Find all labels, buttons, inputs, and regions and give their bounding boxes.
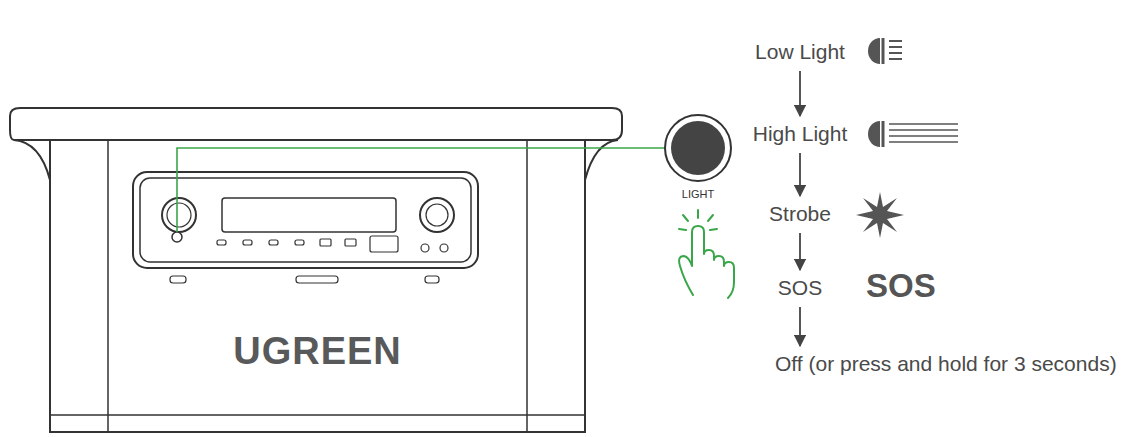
front-panel-inner <box>140 178 471 262</box>
mode-step: Off (or press and hold for 3 seconds) <box>772 350 1120 378</box>
mode-step: Strobe <box>766 200 834 228</box>
brand-logo: UGREEN <box>50 330 585 373</box>
flow-arrow <box>799 153 801 196</box>
high-light-icon <box>868 121 958 147</box>
panel-clips <box>170 276 439 283</box>
mode-label: Low Light <box>755 40 845 64</box>
display-screen <box>222 198 396 232</box>
leader-line <box>177 148 664 232</box>
button-label: LIGHT <box>662 188 734 200</box>
housing-lid <box>10 108 622 140</box>
power-knob <box>162 198 196 232</box>
device-housing: UGREEN <box>50 108 585 432</box>
panel-seam <box>50 140 585 432</box>
front-panel <box>133 172 478 268</box>
power-knob-inner <box>167 203 191 227</box>
mode-label: Strobe <box>769 202 831 226</box>
light-button-ring <box>665 115 731 181</box>
mode-label: SOS <box>778 276 822 300</box>
ac-knob-inner <box>426 204 448 226</box>
flow-arrow <box>799 71 801 116</box>
mode-label: High Light <box>753 122 848 146</box>
mode-step: Low Light <box>752 38 848 66</box>
flow-arrow <box>799 233 801 270</box>
light-button-face <box>671 121 725 175</box>
mode-step: SOS <box>775 274 825 302</box>
ac-knob <box>420 198 454 232</box>
light-button-small <box>172 232 182 242</box>
strobe-icon <box>856 192 904 238</box>
low-light-icon <box>868 38 902 64</box>
flow-arrow <box>799 307 801 346</box>
mode-step: High Light <box>750 120 851 148</box>
power-station <box>10 108 622 432</box>
usb-ports <box>217 236 448 252</box>
housing-body <box>50 140 585 432</box>
hand-icon <box>679 210 734 298</box>
mode-label: Off (or press and hold for 3 seconds) <box>775 352 1117 376</box>
light-button: LIGHT <box>662 112 734 200</box>
sos-icon-text: SOS <box>866 267 936 305</box>
